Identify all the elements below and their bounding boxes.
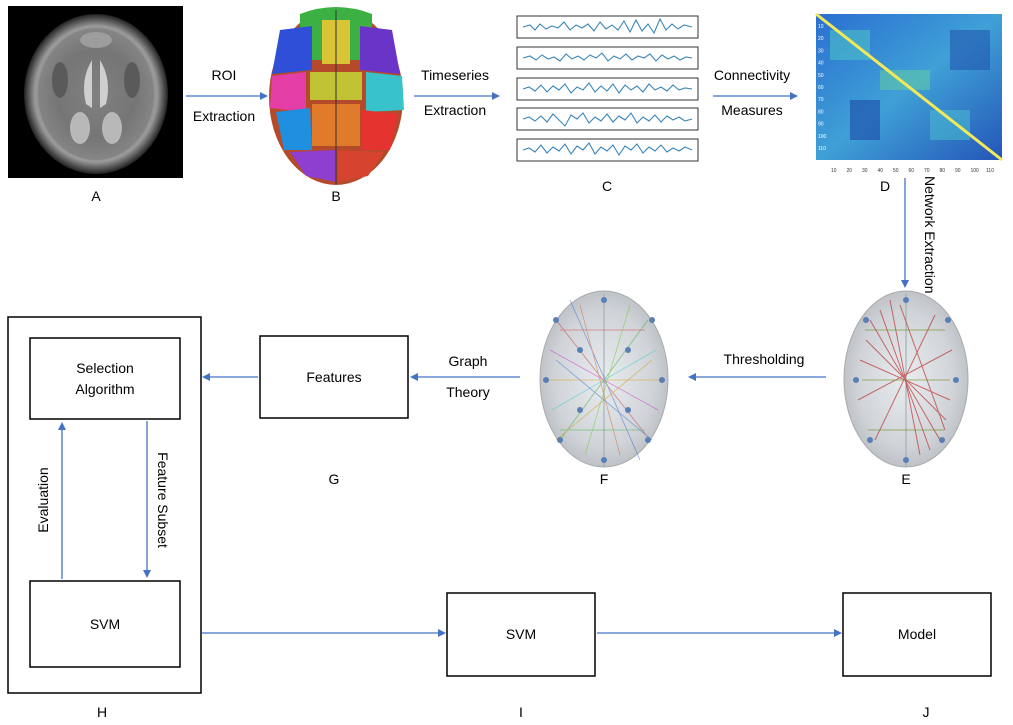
selection-algorithm-box [29, 337, 181, 420]
panel-label-h: H [97, 704, 107, 720]
svm-box [446, 592, 596, 677]
matrix-y-tick: 20 [818, 36, 824, 42]
graph-label: Graph [449, 353, 488, 369]
svm-inner-box [29, 580, 181, 668]
network-brain-full [539, 290, 669, 468]
model-label: Model [898, 626, 936, 642]
evaluation-label: Evaluation [35, 467, 51, 532]
panel-label-c: C [602, 178, 612, 194]
timeseries-signals [516, 15, 699, 162]
matrix-y-tick: 30 [818, 48, 824, 54]
network-extraction-label: Network Extraction [922, 176, 938, 293]
matrix-y-tick: 70 [818, 97, 824, 103]
arrow-roi-extraction [186, 92, 268, 100]
parcellated-brain-image [269, 7, 404, 185]
features-box [259, 335, 409, 419]
network-brain-thresholded [843, 290, 969, 468]
connectivity-label: Connectivity [714, 67, 790, 83]
matrix-y-tick: 40 [818, 61, 824, 67]
arrow-timeseries-extraction [414, 92, 500, 100]
arrow-feature-subset [143, 421, 151, 578]
arrow-connectivity-measures [713, 92, 798, 100]
matrix-x-tick: 110 [986, 168, 994, 174]
timeseries-extraction-label: Extraction [424, 102, 486, 118]
arrow-to-svm [202, 629, 446, 637]
roi-label: ROI [212, 67, 237, 83]
feature-subset-label: Feature Subset [155, 452, 171, 548]
panel-label-g: G [329, 471, 340, 487]
matrix-x-ticks: 10 20 30 40 50 60 70 80 90 100 110 [831, 168, 994, 174]
matrix-x-tick: 90 [955, 168, 961, 174]
matrix-x-tick: 60 [909, 168, 915, 174]
timeseries-label: Timeseries [421, 67, 489, 83]
arrow-to-model [597, 629, 842, 637]
panel-label-d: D [880, 178, 890, 194]
panel-label-b: B [331, 188, 340, 204]
arrow-features-to-selection [202, 373, 258, 381]
matrix-y-tick: 100 [818, 134, 827, 140]
arrow-thresholding [688, 373, 826, 381]
arrow-evaluation [58, 422, 66, 579]
matrix-y-ticks: 10 20 30 40 50 60 70 80 90 100 110 [818, 24, 827, 152]
svm-inner-label: SVM [90, 616, 120, 632]
connectivity-matrix: 10 20 30 40 50 60 70 80 90 100 110 10 20 30 40 50 60 70 8… [815, 12, 1003, 174]
selection-label: Selection [76, 360, 134, 376]
matrix-y-tick: 50 [818, 73, 824, 79]
connectivity-measures-label: Measures [721, 102, 782, 118]
matrix-y-tick: 110 [818, 146, 826, 152]
panel-label-i: I [519, 704, 523, 720]
svm-label: SVM [506, 626, 536, 642]
matrix-y-tick: 10 [818, 24, 824, 30]
matrix-x-tick: 40 [878, 168, 884, 174]
panel-label-e: E [901, 471, 910, 487]
arrow-network-extraction [901, 178, 909, 288]
matrix-x-tick: 100 [971, 168, 980, 174]
matrix-x-tick: 10 [831, 168, 837, 174]
panel-label-a: A [91, 188, 101, 204]
algorithm-label: Algorithm [75, 381, 134, 397]
matrix-x-tick: 70 [924, 168, 930, 174]
matrix-y-tick: 80 [818, 109, 824, 115]
matrix-x-tick: 30 [862, 168, 868, 174]
model-box [842, 592, 992, 677]
theory-label: Theory [446, 384, 490, 400]
matrix-y-tick: 60 [818, 85, 824, 91]
roi-extraction-label: Extraction [193, 108, 255, 124]
matrix-x-tick: 20 [847, 168, 853, 174]
panel-label-j: J [923, 704, 930, 720]
thresholding-label: Thresholding [724, 351, 805, 367]
matrix-x-tick: 50 [893, 168, 899, 174]
matrix-x-tick: 80 [940, 168, 946, 174]
matrix-y-tick: 90 [818, 122, 824, 128]
features-label: Features [306, 369, 361, 385]
mri-image [8, 6, 183, 178]
panel-label-f: F [600, 471, 609, 487]
arrow-graph-theory [410, 373, 520, 381]
